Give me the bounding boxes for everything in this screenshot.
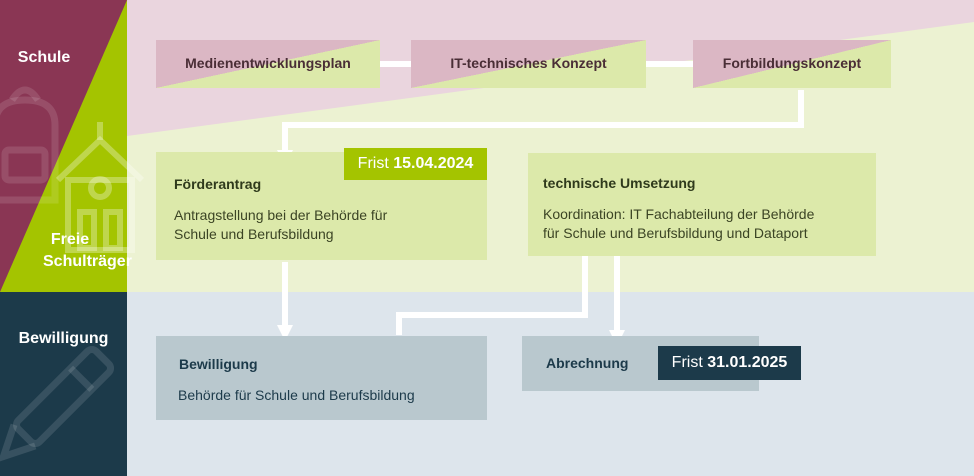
umsetzung-line1: Koordination: IT Fachabteilung der Behör…	[543, 206, 815, 222]
deadline-date: 31.01.2025	[707, 354, 788, 371]
box-abrechnung: Abrechnung	[522, 336, 759, 391]
lane-label-schultraeger-line1: Freie	[50, 231, 90, 248]
deadline-badge-foerderantrag: Frist 15.04.2024	[344, 148, 487, 180]
foerderantrag-title: Förderantrag	[174, 176, 262, 192]
box-fortbildungskonzept: Fortbildungskonzept	[693, 40, 891, 88]
lane-schultraeger-bg	[0, 0, 127, 292]
box-bewilligung: Bewilligung Behörde für Schule und Beruf…	[156, 336, 487, 420]
umsetzung-line2: für Schule und Berufsbildung und Datapor…	[543, 225, 808, 241]
bewilligung-text: Behörde für Schule und Berufsbildung	[178, 387, 415, 403]
box-it-konzept-label: IT-technisches Konzept	[450, 55, 607, 71]
deadline-label: Frist	[671, 354, 703, 371]
lane-label-bewilligung: Bewilligung	[18, 330, 109, 347]
umsetzung-title: technische Umsetzung	[543, 175, 696, 191]
backpack-icon	[0, 86, 59, 204]
abrechnung-title: Abrechnung	[546, 355, 629, 371]
deadline-label: Frist	[357, 155, 389, 172]
box-fortbildungskonzept-label: Fortbildungskonzept	[722, 55, 862, 71]
lane-bewilligung-bg	[0, 292, 127, 476]
flow-arrows	[282, 61, 804, 335]
box-technische-umsetzung: technische Umsetzung Koordination: IT Fa…	[528, 153, 876, 256]
bewilligung-title: Bewilligung	[179, 356, 258, 372]
box-it-konzept: IT-technisches Konzept	[411, 40, 646, 88]
box-medienentwicklungsplan-label: Medienentwicklungsplan	[185, 55, 351, 71]
lane-label-schultraeger-line2: Schulträger	[43, 253, 132, 270]
lane-label-schule: Schule	[17, 49, 71, 66]
foerderantrag-line2: Schule und Berufsbildung	[174, 226, 334, 242]
box-medienentwicklungsplan: Medienentwicklungsplan	[156, 40, 380, 88]
box-foerderantrag: Förderantrag Antragstellung bei der Behö…	[156, 152, 487, 260]
pen-icon	[0, 345, 115, 463]
deadline-badge-abrechnung: Frist 31.01.2025	[658, 346, 801, 380]
school-icon	[55, 122, 145, 253]
foerderantrag-line1: Antragstellung bei der Behörde für	[174, 207, 388, 223]
deadline-date: 15.04.2024	[393, 155, 474, 172]
